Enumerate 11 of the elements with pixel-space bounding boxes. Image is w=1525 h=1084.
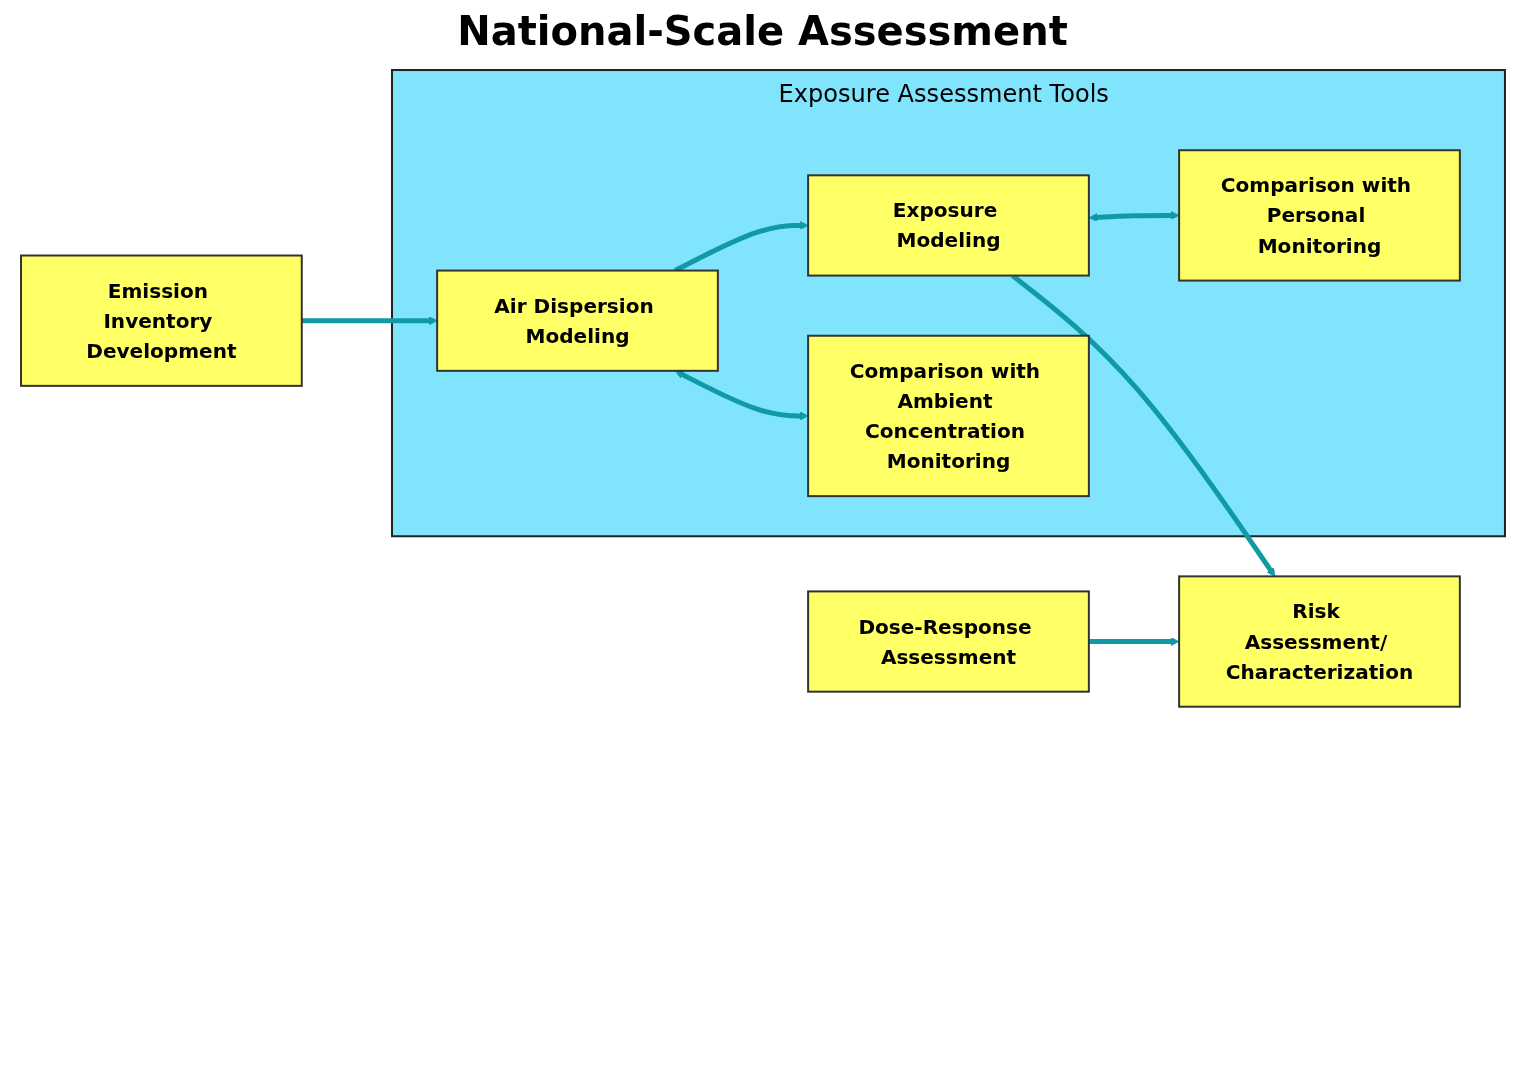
node-box: Exposure Modeling	[806, 174, 1090, 277]
diagram-title: National-Scale Assessment	[456, 8, 1069, 54]
arrow	[1088, 211, 1179, 222]
node-box: Dose-Response Assessment	[806, 590, 1090, 693]
node-box: Comparison with Personal Monitoring	[1177, 149, 1461, 282]
node-box: Emission Inventory Development	[19, 254, 303, 387]
node-box: Comparison with Ambient Concentration Monitoring	[806, 334, 1090, 498]
node-box: Air Dispersion Modeling	[435, 269, 719, 372]
arrow	[674, 370, 808, 421]
arrow	[1088, 637, 1179, 646]
node-box: Risk Assessment/ Characterization	[1177, 575, 1461, 708]
